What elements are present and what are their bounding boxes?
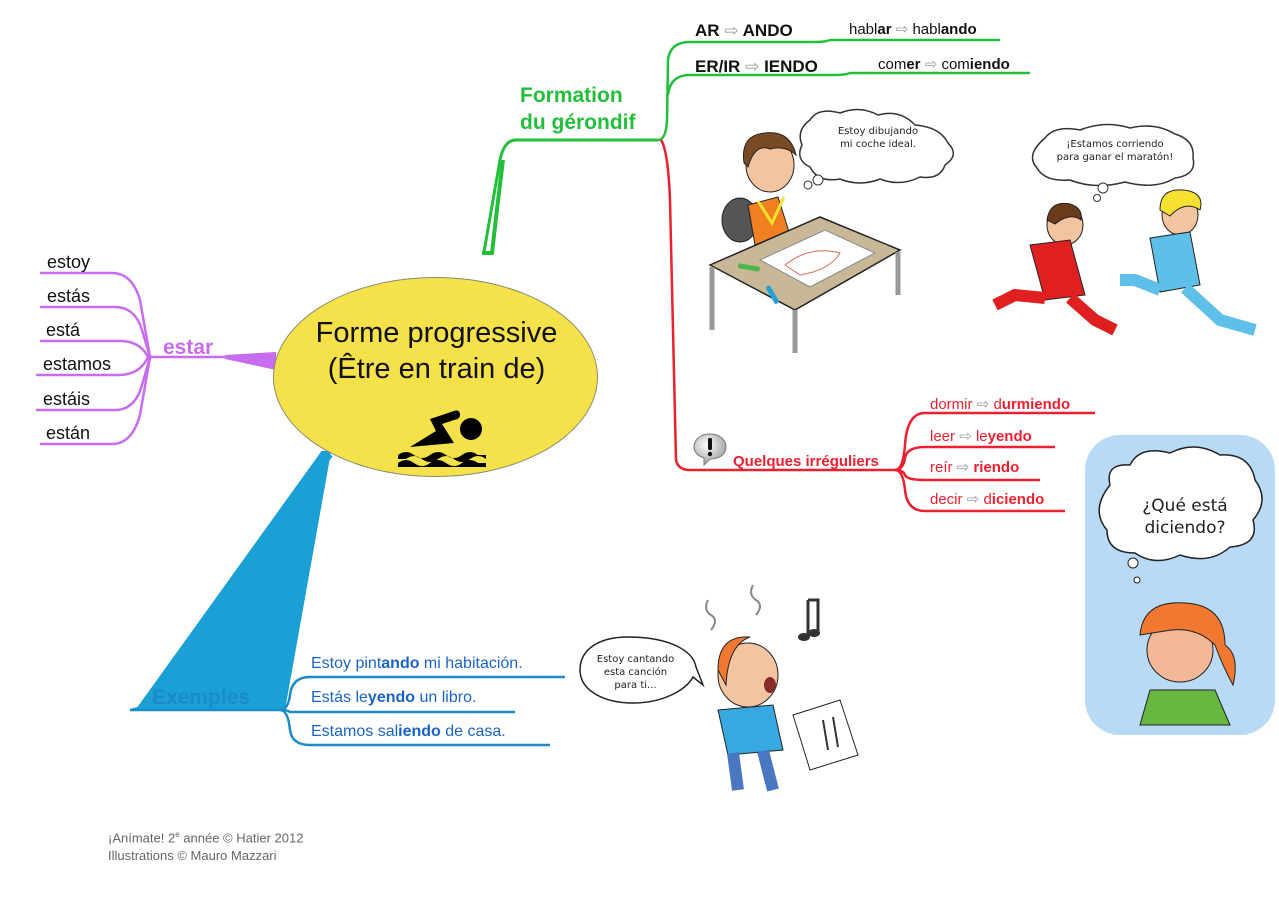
central-title-line1: Forme progressive	[315, 317, 558, 349]
example-sentence-1[interactable]: Estoy pintando mi habitación.	[311, 655, 523, 673]
arrow-icon: ⇨	[924, 56, 938, 73]
gerund-plain: le	[975, 428, 988, 445]
sentence-ending: yendo	[367, 689, 416, 706]
bubble-line: ¿Qué está	[1142, 496, 1228, 516]
sentence-part: Estoy pint	[311, 655, 382, 672]
drawing-boy-bubble: Estoy dibujando mi coche ideal.	[818, 125, 938, 151]
example-stem: habl	[849, 21, 878, 38]
example-stem: com	[878, 56, 907, 73]
rule-from: ER/IR	[695, 57, 741, 76]
rule-ar-ando[interactable]: AR ⇨ ANDO	[695, 21, 793, 41]
estar-item-estoy[interactable]: estoy	[47, 252, 91, 272]
bubble-line: para ganar el maratón!	[1056, 152, 1174, 163]
example-stem: habl	[912, 21, 941, 38]
estar-item-estais[interactable]: estáis	[43, 389, 91, 409]
arrow-icon: ⇨	[966, 491, 980, 508]
illustration-singing-boy: Estoy cantando esta canción para ti...	[578, 575, 878, 800]
estar-branches	[36, 271, 225, 446]
bubble-line: Estoy cantando	[596, 654, 675, 665]
illustration-runners: ¡Estamos corriendo para ganar el maratón…	[985, 120, 1275, 350]
thinking-girl-image	[1085, 435, 1275, 735]
estar-connector	[225, 352, 276, 370]
bubble-line: Estoy dibujando	[837, 126, 919, 137]
credit-line-2: Illustrations © Mauro Mazzari	[108, 848, 277, 864]
formation-label-line2: du gérondif	[520, 111, 636, 134]
rule-to: ANDO	[742, 21, 793, 40]
runners-bubble: ¡Estamos corriendo para ganar el maratón…	[1040, 138, 1190, 164]
estar-item-esta[interactable]: está	[46, 320, 81, 340]
central-topic[interactable]: Forme progressive (Être en train de)	[273, 277, 598, 477]
rule-to: IENDO	[764, 57, 818, 76]
central-title-line2: (Être en train de)	[327, 353, 546, 385]
sentence-part: de casa.	[440, 723, 506, 740]
gerund-plain: d	[993, 396, 1002, 413]
sentence-ending: ando	[381, 655, 420, 672]
credits: ¡Anímate! 2e année © Hatier 2012 Illustr…	[108, 826, 303, 865]
credit-line-1: ¡Anímate! 2e année © Hatier 2012	[108, 826, 303, 847]
estar-item-estan[interactable]: están	[46, 423, 91, 443]
irregular-decir[interactable]: decir ⇨ diciendo	[930, 490, 1044, 508]
bubble-line: esta canción	[603, 667, 668, 678]
examples-node[interactable]: Exemples	[152, 686, 251, 709]
arrow-icon: ⇨	[745, 57, 760, 76]
gerund-bold: iciendo	[991, 491, 1045, 508]
bubble-line: mi coche ideal.	[840, 139, 916, 150]
sentence-part: Estamos sal	[311, 723, 399, 740]
example-stem: com	[941, 56, 970, 73]
irregular-dormir[interactable]: dormir ⇨ durmiendo	[930, 395, 1070, 413]
infinitive: dormir	[930, 396, 973, 413]
estar-item-estamos[interactable]: estamos	[43, 354, 112, 374]
formation-node[interactable]: Formation du gérondif	[520, 82, 635, 136]
gerund-bold: urmiendo	[1001, 396, 1071, 413]
arrow-icon: ⇨	[895, 21, 909, 38]
bubble-line: ¡Estamos corriendo	[1066, 139, 1164, 150]
example-sentence-2[interactable]: Estás leyendo un libro.	[311, 689, 476, 707]
sentence-part: mi habitación.	[419, 655, 523, 672]
irregulars-node[interactable]: Quelques irréguliers	[733, 453, 879, 470]
gerund-plain: d	[983, 491, 992, 508]
gerund-bold: riendo	[973, 459, 1020, 476]
infinitive: leer	[930, 428, 956, 445]
infinitive: reír	[930, 459, 953, 476]
rule-from: AR	[695, 21, 720, 40]
example-sentence-3[interactable]: Estamos saliendo de casa.	[311, 723, 506, 741]
exclamation-bubble-icon	[693, 433, 727, 466]
example-ending: er	[906, 56, 921, 73]
infinitive: decir	[930, 491, 963, 508]
credit-text: année © Hatier 2012	[179, 830, 304, 846]
singing-boy-bubble: Estoy cantando esta canción para ti...	[588, 653, 683, 692]
sentence-part: un libro.	[415, 689, 477, 706]
bubble-line: para ti...	[614, 680, 657, 691]
thinking-girl-bubble: ¿Qué está diciendo?	[1110, 495, 1260, 539]
arrow-icon: ⇨	[724, 21, 739, 40]
credit-text: ¡Anímate! 2	[108, 830, 176, 846]
arrow-icon: ⇨	[959, 428, 972, 445]
arrow-icon: ⇨	[956, 459, 970, 476]
irregular-reir[interactable]: reír ⇨ riendo	[930, 458, 1019, 476]
formation-label-line1: Formation	[520, 84, 623, 107]
example-ending: ando	[940, 21, 977, 38]
sentence-ending: iendo	[398, 723, 441, 740]
singing-boy-image	[579, 584, 859, 792]
bubble-line: diciendo?	[1144, 518, 1226, 538]
irregular-leer[interactable]: leer ⇨ leyendo	[930, 427, 1032, 445]
illustration-drawing-boy: Estoy dibujando mi coche ideal.	[700, 105, 965, 355]
credit-sup: e	[175, 830, 180, 839]
illustration-thinking-girl: ¿Qué está diciendo?	[1085, 435, 1275, 735]
arrow-icon: ⇨	[976, 396, 990, 413]
gerund-bold: yendo	[987, 428, 1032, 445]
example-ending: ar	[877, 21, 892, 38]
drawing-boy-image	[708, 108, 954, 353]
runners-image	[992, 123, 1257, 336]
example-ending: iendo	[969, 56, 1010, 73]
estar-item-estas[interactable]: estás	[47, 286, 91, 306]
swimmer-icon	[398, 410, 486, 467]
estar-node[interactable]: estar	[163, 336, 214, 359]
example-hablar[interactable]: hablar ⇨ hablando	[849, 20, 977, 38]
rule-er-ir-iendo[interactable]: ER/IR ⇨ IENDO	[695, 57, 818, 77]
example-comer[interactable]: comer ⇨ comiendo	[878, 55, 1010, 73]
sentence-part: Estás le	[311, 689, 368, 706]
